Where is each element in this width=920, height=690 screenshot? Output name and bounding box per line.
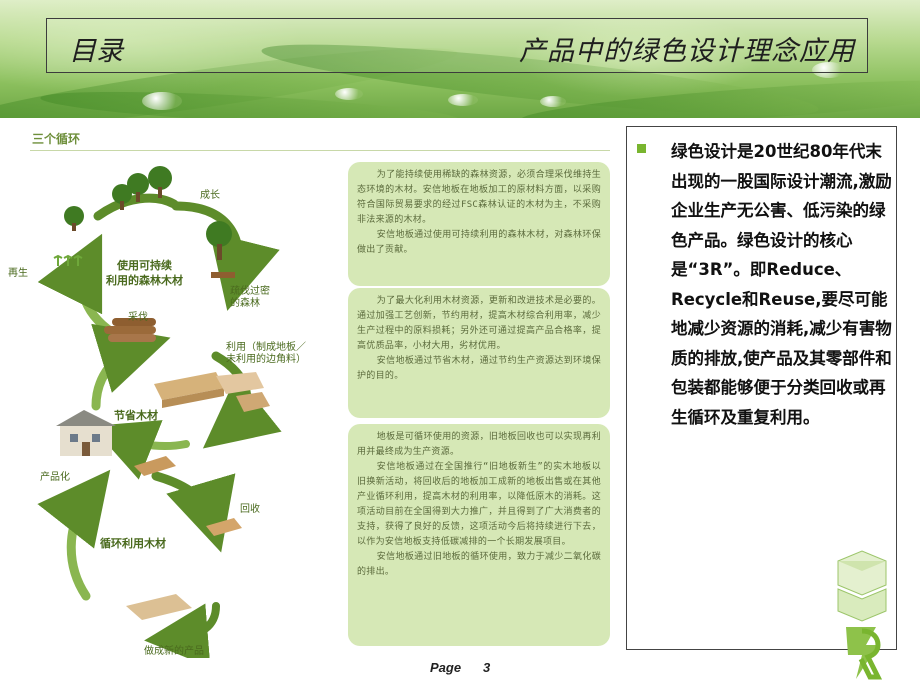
label-save-wood: 节省木材 [114, 409, 158, 422]
box1-paragraph-2: 安信地板通过使用可持续利用的森林木材，对森林环保做出了贡献。 [357, 230, 601, 255]
water-drop-icon [448, 94, 478, 106]
page-number: 3 [483, 660, 491, 675]
label-utilize-line1: 利用（制成地板／ [226, 342, 306, 353]
label-recycle-wood: 循环利用木材 [100, 537, 166, 550]
label-thinned-forest: 疏伐过密 的森林 [230, 286, 270, 310]
divider [30, 150, 610, 151]
label-grow: 成长 [200, 190, 220, 201]
house-icon [56, 410, 116, 456]
label-thinned-forest-line1: 疏伐过密 [230, 286, 270, 297]
water-drop-icon [142, 92, 182, 110]
planks-icon [154, 372, 270, 412]
label-thinned-forest-line2: 的森林 [230, 298, 260, 309]
box3-paragraph-3: 安信地板通过旧地板的循环使用，致力于减少二氧化碳的排出。 [357, 552, 601, 577]
stump-icon [211, 272, 235, 278]
3r-recycle-logo-icon [837, 550, 887, 680]
box2-paragraph-2: 安信地板通过节省木材，通过节约生产资源达到环境保护的目的。 [357, 356, 601, 381]
label-harvest: 采伐 [128, 312, 148, 323]
page-title: 产品中的绿色设计理念应用 [519, 36, 855, 67]
box2-paragraph-1: 为了最大化利用木材资源，更新和改进技术是必要的。通过加强工艺创新，节约用材，提高… [357, 296, 601, 351]
label-sustainable-line2: 利用的森林木材 [106, 274, 183, 287]
description-box-forest: 为了能持续使用稀缺的森林资源，必须合理采伐维持生态环境的木材。安信地板在地板加工… [348, 162, 610, 286]
label-sustainable-line1: 使用可持续 [117, 259, 172, 272]
page-label: Page [430, 660, 462, 675]
tree-icon [64, 166, 232, 260]
bullet-text: 绿色设计是20世纪80年代末出现的一股国际设计潮流,激励企业生产无公害、低污染的… [671, 142, 892, 427]
label-sustainable: 使用可持续 利用的森林木材 [106, 258, 183, 288]
square-bullet-icon [637, 144, 646, 153]
water-drop-icon [540, 96, 566, 107]
section-title: 目录 [69, 36, 123, 67]
box3-paragraph-2: 安信地板通过在全国推行“旧地板新生”的实木地板以旧换新活动，将回收后的地板加工成… [357, 462, 601, 547]
diagram-title: 三个循环 [32, 132, 81, 146]
label-regrow: 再生 [8, 268, 28, 279]
logs-icon [104, 318, 156, 342]
label-recycle: 回收 [240, 504, 260, 515]
description-box-save-wood: 为了最大化利用木材资源，更新和改进技术是必要的。通过加强工艺创新，节约用材，提高… [348, 288, 610, 418]
water-drop-icon [812, 62, 846, 78]
description-box-recycle: 地板是可循环使用的资源，旧地板回收也可以实现再利用并最终成为生产资源。 安信地板… [348, 424, 610, 646]
water-drop-icon [335, 88, 363, 100]
label-productize: 产品化 [40, 472, 70, 483]
cycle-arrows-graphic [37, 166, 282, 658]
header-banner: 目录 产品中的绿色设计理念应用 [0, 0, 920, 118]
floor-boards-icon [126, 456, 242, 620]
label-new-product: 做成新的产品 [144, 646, 204, 657]
label-utilize-line2: 未利用的边角料） [226, 354, 306, 365]
title-bar: 目录 产品中的绿色设计理念应用 [46, 18, 868, 73]
box1-paragraph-1: 为了能持续使用稀缺的森林资源，必须合理采伐维持生态环境的木材。安信地板在地板加工… [357, 170, 601, 225]
label-utilize: 利用（制成地板／ 未利用的边角料） [226, 342, 306, 366]
box3-paragraph-1: 地板是可循环使用的资源，旧地板回收也可以实现再利用并最终成为生产资源。 [357, 432, 601, 457]
sprout-icon [53, 254, 83, 266]
three-cycles-diagram: 三个循环 [8, 126, 616, 658]
